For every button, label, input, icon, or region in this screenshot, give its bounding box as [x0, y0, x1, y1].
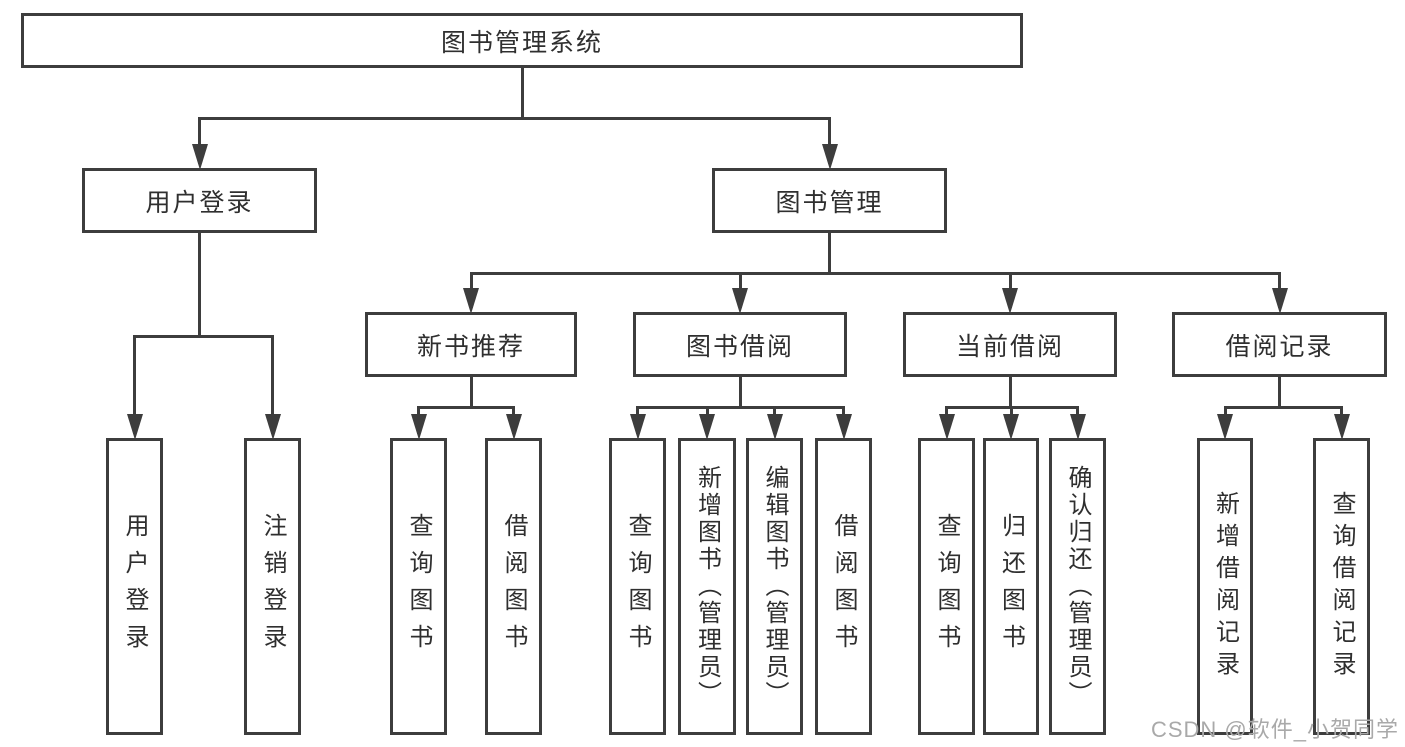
- node-box-leaf-cb-return-books: 归还图书: [983, 438, 1039, 735]
- node-label-book-borrow: 图书借阅: [685, 332, 794, 361]
- node-label-leaf-cb-confirm-return: 确认归还（管理员）: [1064, 465, 1091, 708]
- branch-rail-borrow-records: [1223, 405, 1343, 409]
- branch-rail-user-login: [133, 334, 274, 338]
- node-box-leaf-cb-confirm-return: 确认归还（管理员）: [1049, 438, 1106, 735]
- arrowhead-down-icon: [126, 414, 143, 440]
- node-label-current-borrow: 当前借阅: [955, 332, 1064, 361]
- arrowhead-down-icon: [264, 414, 281, 440]
- node-box-borrow-records: 借阅记录: [1172, 312, 1387, 377]
- node-label-book-mgmt: 图书管理: [775, 188, 884, 217]
- node-label-borrow-records: 借阅记录: [1225, 332, 1334, 361]
- branch-rail-book-borrow: [636, 405, 845, 409]
- node-label-leaf-bb-add-books: 新增图书（管理员）: [693, 465, 721, 708]
- node-label-leaf-user-login: 用户登录: [121, 512, 148, 661]
- node-label-leaf-bb-edit-books: 编辑图书（管理员）: [761, 465, 788, 708]
- stem-root: [520, 68, 524, 120]
- stem-book-mgmt: [828, 233, 831, 275]
- node-label-leaf-bb-borrow-books: 借阅图书: [830, 512, 857, 661]
- node-box-current-borrow: 当前借阅: [903, 312, 1117, 377]
- stem-new-book-rec: [469, 377, 473, 409]
- arrowhead-down-icon: [410, 414, 427, 440]
- arrowhead-down-icon: [1217, 414, 1233, 440]
- node-box-leaf-bb-borrow-books: 借阅图书: [815, 438, 872, 735]
- node-box-leaf-bb-add-books: 新增图书（管理员）: [678, 438, 736, 735]
- arrowhead-down-icon: [938, 414, 955, 440]
- arrowhead-down-icon: [699, 414, 715, 440]
- arrowhead-down-icon: [1003, 414, 1019, 440]
- node-box-leaf-br-add-record: 新增借阅记录: [1197, 438, 1253, 735]
- arrowhead-down-icon: [191, 144, 208, 170]
- node-box-leaf-rec-borrow-books: 借阅图书: [485, 438, 542, 735]
- node-box-leaf-br-query-record: 查询借阅记录: [1313, 438, 1370, 735]
- node-box-root: 图书管理系统: [21, 13, 1023, 68]
- node-label-leaf-bb-query-books: 查询图书: [624, 512, 651, 661]
- node-box-leaf-user-login: 用户登录: [106, 438, 163, 735]
- node-label-leaf-br-query-record: 查询借阅记录: [1328, 490, 1355, 683]
- node-label-user-login: 用户登录: [145, 188, 254, 217]
- arrowhead-down-icon: [732, 288, 748, 314]
- node-label-leaf-cb-return-books: 归还图书: [997, 512, 1025, 661]
- drop-leaf-user-login: [133, 336, 136, 434]
- arrowhead-down-icon: [766, 414, 783, 440]
- arrowhead-down-icon: [835, 414, 852, 440]
- drop-user-login: [198, 118, 201, 164]
- stem-book-borrow: [738, 377, 742, 409]
- stem-current-borrow: [1008, 377, 1012, 409]
- arrowhead-down-icon: [463, 288, 479, 314]
- node-box-book-mgmt: 图书管理: [712, 168, 947, 233]
- stem-borrow-records: [1278, 377, 1281, 409]
- arrowhead-down-icon: [821, 144, 838, 170]
- node-box-leaf-rec-query-books: 查询图书: [390, 438, 447, 735]
- node-label-new-book-rec: 新书推荐: [416, 332, 525, 361]
- node-box-book-borrow: 图书借阅: [633, 312, 847, 377]
- arrowhead-down-icon: [1271, 288, 1288, 314]
- drop-book-mgmt: [828, 118, 831, 164]
- node-label-leaf-logout: 注销登录: [259, 512, 286, 661]
- node-box-leaf-bb-query-books: 查询图书: [609, 438, 666, 735]
- node-box-leaf-cb-query-books: 查询图书: [918, 438, 975, 735]
- node-box-leaf-bb-edit-books: 编辑图书（管理员）: [746, 438, 803, 735]
- node-label-root: 图书管理系统: [440, 28, 603, 57]
- arrowhead-down-icon: [505, 414, 522, 440]
- branch-rail-root: [198, 116, 831, 120]
- branch-rail-book-mgmt: [469, 271, 1281, 275]
- arrowhead-down-icon: [1002, 288, 1018, 314]
- node-box-new-book-rec: 新书推荐: [365, 312, 577, 377]
- node-label-leaf-cb-query-books: 查询图书: [933, 512, 960, 661]
- arrowhead-down-icon: [1333, 414, 1350, 440]
- node-label-leaf-rec-borrow-books: 借阅图书: [500, 512, 527, 661]
- node-box-leaf-logout: 注销登录: [244, 438, 301, 735]
- arrowhead-down-icon: [629, 414, 646, 440]
- branch-rail-new-book-rec: [417, 405, 515, 409]
- node-box-user-login: 用户登录: [82, 168, 317, 233]
- node-label-leaf-rec-query-books: 查询图书: [405, 512, 432, 661]
- watermark: CSDN @软件_小贺同学: [1150, 717, 1399, 742]
- stem-user-login: [198, 233, 201, 338]
- node-label-leaf-br-add-record: 新增借阅记录: [1211, 490, 1239, 683]
- arrowhead-down-icon: [1069, 414, 1086, 440]
- drop-leaf-logout: [271, 336, 274, 434]
